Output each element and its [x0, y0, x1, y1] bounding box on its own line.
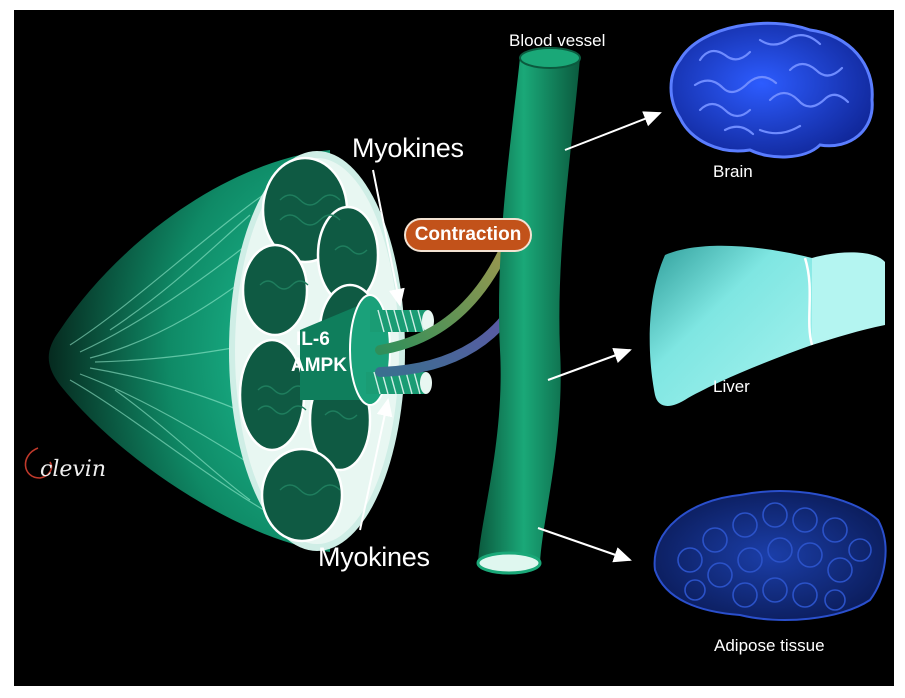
myokine-tube-upper	[370, 310, 434, 332]
liver-label: Liver	[713, 378, 750, 395]
il6-label: IL-6	[296, 330, 330, 349]
signature-text: clevin	[40, 457, 106, 482]
brain-illustration	[671, 23, 872, 157]
adipose-label: Adipose tissue	[714, 637, 825, 654]
brain-label: Brain	[713, 163, 753, 180]
myokines-label-top: Myokines	[352, 135, 464, 162]
contraction-badge: Contraction	[404, 218, 532, 252]
blood-vessel-label: Blood vessel	[509, 32, 605, 49]
ampk-label: AMPK	[291, 356, 347, 375]
vessel-opening	[478, 553, 540, 573]
myokines-label-bottom: Myokines	[318, 544, 430, 571]
adipose-illustration	[655, 491, 886, 620]
